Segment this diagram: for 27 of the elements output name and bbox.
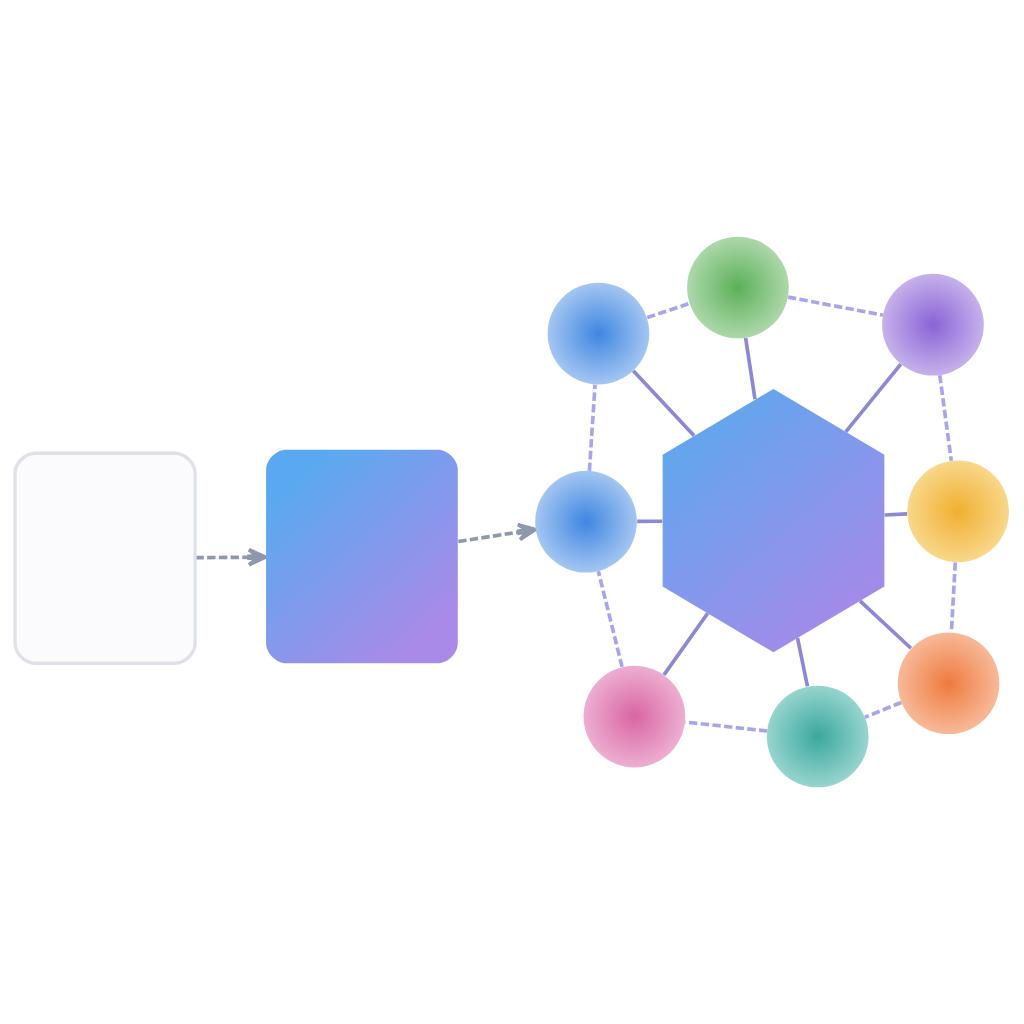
- connector: [587, 384, 597, 471]
- node-circle: [766, 685, 869, 788]
- node-circle: [897, 632, 1000, 735]
- connector: [646, 301, 690, 320]
- arrow: [458, 522, 538, 544]
- node-circle: [547, 282, 650, 385]
- node-circle: [583, 665, 686, 768]
- connector: [596, 570, 624, 668]
- connector: [637, 519, 663, 524]
- node-circle: [882, 273, 984, 376]
- connector: [937, 374, 954, 462]
- connector: [844, 363, 903, 433]
- node-circle: [907, 460, 1009, 563]
- node-box: [13, 451, 197, 665]
- connector: [631, 369, 696, 438]
- node-circle: [535, 470, 637, 573]
- arrow: [195, 547, 268, 567]
- connector: [795, 637, 810, 687]
- connector: [662, 612, 710, 676]
- connector: [743, 337, 757, 400]
- node-circle: [687, 236, 789, 339]
- connector: [858, 599, 913, 650]
- node-box: [266, 449, 458, 664]
- node-hexagon: [662, 388, 885, 653]
- connector: [884, 512, 908, 517]
- connector: [864, 700, 903, 719]
- connector: [787, 295, 884, 317]
